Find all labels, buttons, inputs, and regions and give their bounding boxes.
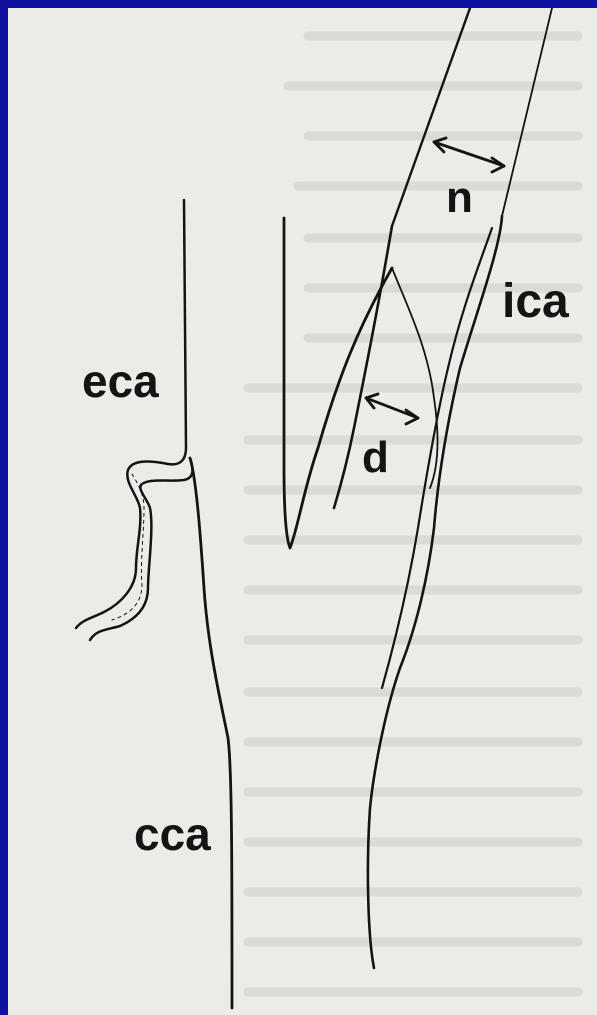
eca-tortuous-hatching [112, 474, 144, 620]
n-dimension-arrow [434, 142, 504, 166]
ica-distal-right-wall [502, 8, 552, 216]
scanned-figure: eca ica n d cca [8, 8, 597, 1015]
ica-label: ica [502, 278, 569, 326]
eca-label: eca [82, 358, 159, 404]
cca-label: cca [134, 811, 211, 857]
ica-lateral-wall [368, 216, 502, 968]
carotid-bifurcation-diagram [8, 8, 597, 1015]
cca-left-wall [190, 458, 232, 1008]
n-label: n [446, 176, 473, 220]
d-label: d [362, 436, 389, 480]
eca-outer-wall [76, 200, 186, 628]
